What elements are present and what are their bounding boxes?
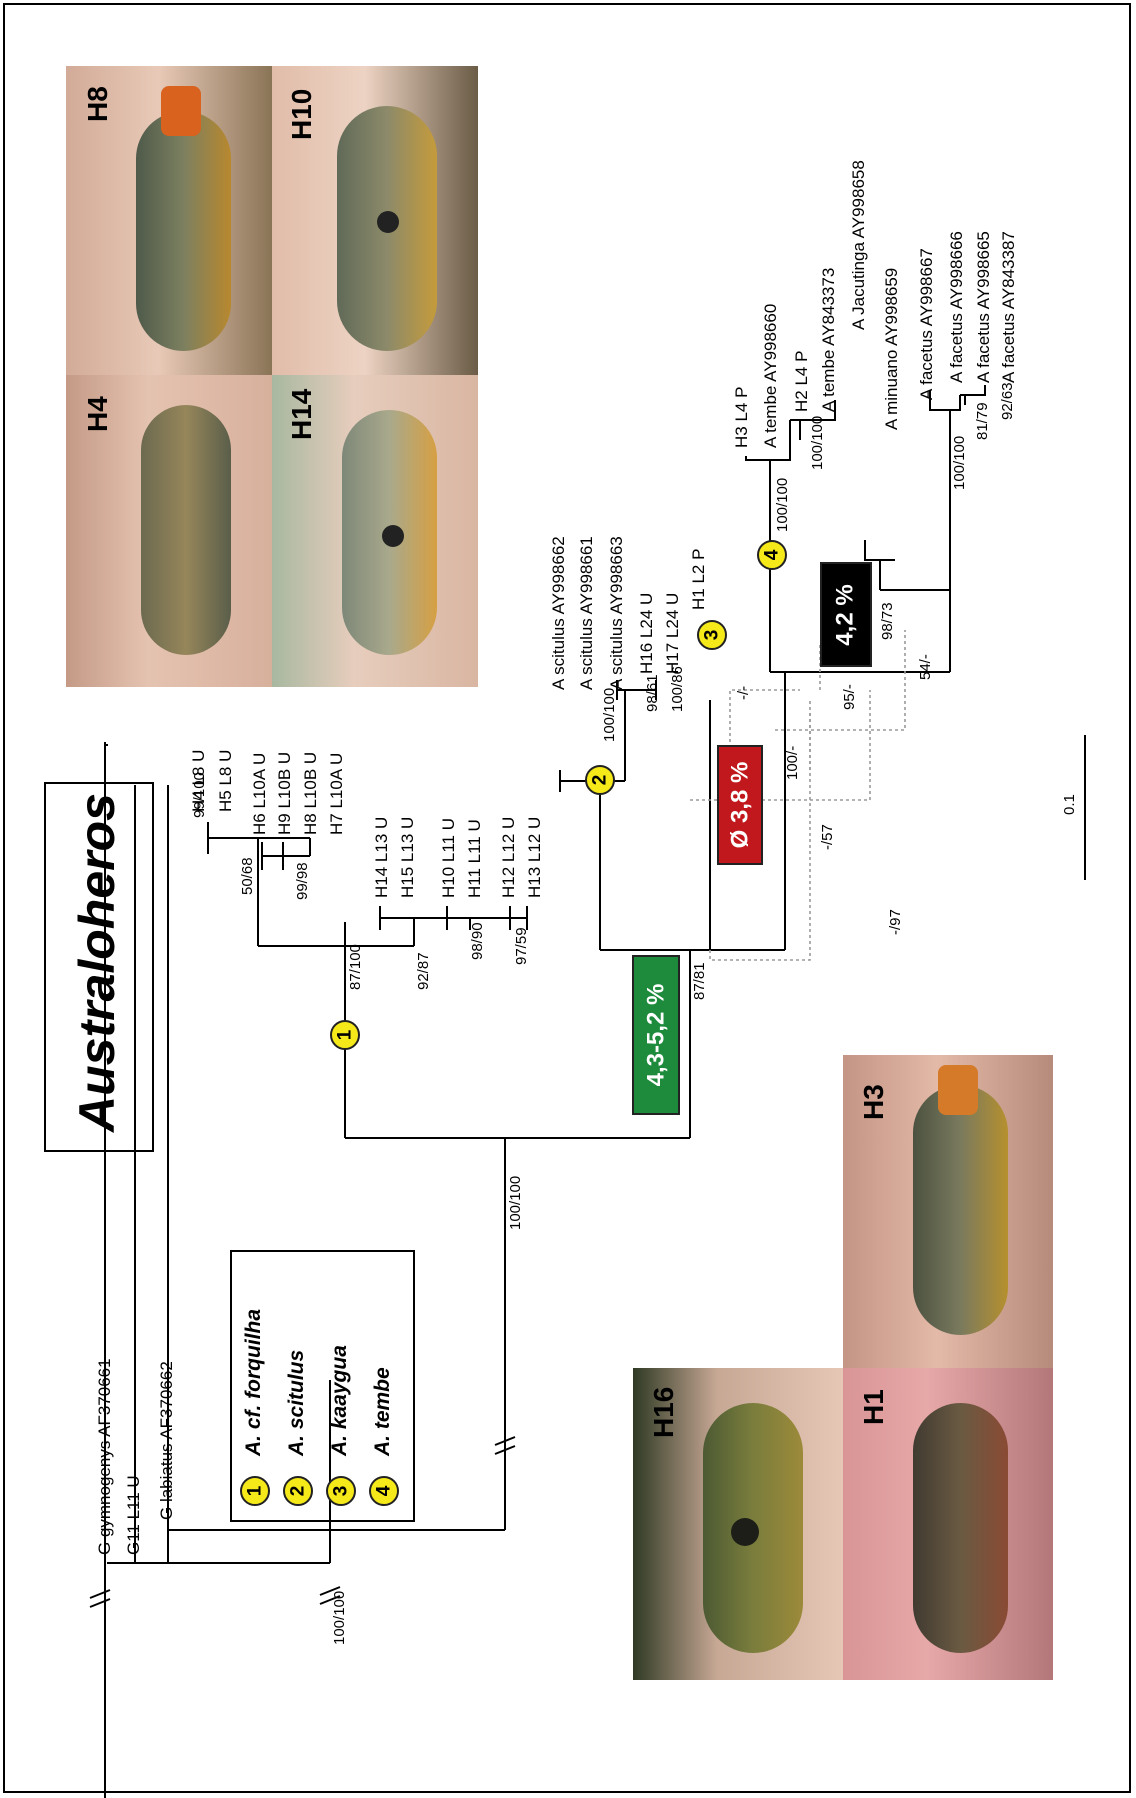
support-value: 87/81: [692, 962, 707, 1000]
taxon-label: G labiatus AF370662: [158, 1361, 175, 1520]
taxon-label: H6 L10A U: [251, 753, 268, 835]
taxon-label: H5 L8 U: [217, 750, 234, 812]
legend-marker-4: 4: [369, 1476, 399, 1506]
photo-label-h8: H8: [84, 86, 112, 122]
support-value: 87/100: [348, 944, 363, 990]
legend-label-3: A. kaaygua: [329, 1345, 350, 1456]
taxon-label: H11 L11 U: [466, 819, 483, 898]
taxon-label: H3 L4 P: [733, 387, 750, 448]
taxon-label: H2 L4 P: [793, 351, 810, 412]
node-marker-4: 4: [757, 540, 787, 570]
support-value: -/97: [888, 909, 903, 935]
distance-box-black: 4,2 %: [820, 562, 872, 667]
taxon-label: H4 L8 U: [190, 750, 207, 812]
support-value: 100/100: [602, 688, 617, 742]
legend-label-4: A. tembe: [372, 1367, 393, 1456]
taxon-label: H9 L10B U: [276, 752, 293, 835]
legend-marker-1: 1: [240, 1476, 270, 1506]
taxon-label: A facetus AY998667: [918, 248, 935, 400]
support-value: 98/73: [880, 602, 895, 640]
legend-label-2: A. scitulus: [286, 1350, 307, 1456]
node-marker-1: 1: [330, 1020, 360, 1050]
distance-box-green: 4,3-5,2 %: [632, 955, 680, 1115]
taxon-label: A scitulus AY998663: [608, 536, 625, 690]
taxon-label: A tembe AY843373: [820, 268, 837, 412]
taxon-label: A Jacutinga AY998658: [850, 160, 867, 330]
taxon-label: G11 L11 U: [125, 1475, 142, 1555]
taxon-label: H7 L10A U: [328, 753, 345, 835]
photo-label-h1: H1: [860, 1389, 888, 1425]
support-value: 97/59: [514, 927, 529, 965]
legend-marker-2: 2: [283, 1476, 313, 1506]
taxon-label: H13 L12 U: [526, 817, 543, 898]
taxon-label: H10 L11 U: [440, 818, 457, 898]
support-value: 100/100: [775, 478, 790, 532]
support-value: 54/-: [918, 654, 933, 680]
support-value: 92/87: [416, 952, 431, 990]
legend-marker-3: 3: [326, 1476, 356, 1506]
support-value: 100/100: [952, 436, 967, 490]
taxon-label: A scitulus AY998662: [550, 536, 567, 690]
support-value: 98/90: [470, 922, 485, 960]
scale-bar-label: 0.1: [1062, 794, 1077, 815]
photo-label-h4: H4: [84, 396, 112, 432]
taxon-label: H1 L2 P: [690, 549, 707, 610]
taxon-label: H12 L12 U: [500, 817, 517, 898]
support-value: 99/98: [295, 862, 310, 900]
taxon-label: G gymnogenys AF370661: [96, 1358, 113, 1555]
distance-box-red: Ø 3,8 %: [717, 745, 763, 865]
support-value: 98/61: [645, 674, 660, 712]
taxon-label: A tembe AY998660: [762, 304, 779, 448]
support-value: 81/79: [975, 402, 990, 440]
support-value: 100/100: [508, 1176, 523, 1230]
taxon-label: A facetus AY843387: [1000, 231, 1017, 383]
support-value: 92/63: [1000, 382, 1015, 420]
support-value: 100/100: [332, 1591, 347, 1645]
legend-label-1: A. cf. forquilha: [243, 1309, 264, 1456]
support-value: 50/68: [240, 857, 255, 895]
support-value: 100/100: [810, 416, 825, 470]
taxon-label: A minuano AY998659: [883, 268, 900, 430]
taxon-label: H14 L13 U: [373, 817, 390, 898]
node-marker-2: 2: [585, 765, 615, 795]
taxon-label: A facetus AY998666: [948, 231, 965, 383]
photo-label-h3: H3: [860, 1084, 888, 1120]
photo-label-h16: H16: [650, 1387, 678, 1438]
photo-label-h10: H10: [288, 89, 316, 140]
taxon-label: H8 L10B U: [302, 752, 319, 835]
figure-title: Australoheros: [72, 793, 122, 1132]
node-marker-3: 3: [697, 620, 727, 650]
taxon-label: H17 L24 U: [664, 593, 681, 674]
support-value: 95/-: [842, 684, 857, 710]
taxon-label: H15 L13 U: [399, 817, 416, 898]
support-value: -/-: [736, 686, 751, 700]
taxon-label: H16 L24 U: [638, 593, 655, 674]
support-value: -/57: [820, 824, 835, 850]
taxon-label: A facetus AY998665: [975, 231, 992, 383]
taxon-label: A scitulus AY998661: [578, 536, 595, 690]
support-value: 100/-: [785, 746, 800, 780]
photo-label-h14: H14: [288, 389, 316, 440]
